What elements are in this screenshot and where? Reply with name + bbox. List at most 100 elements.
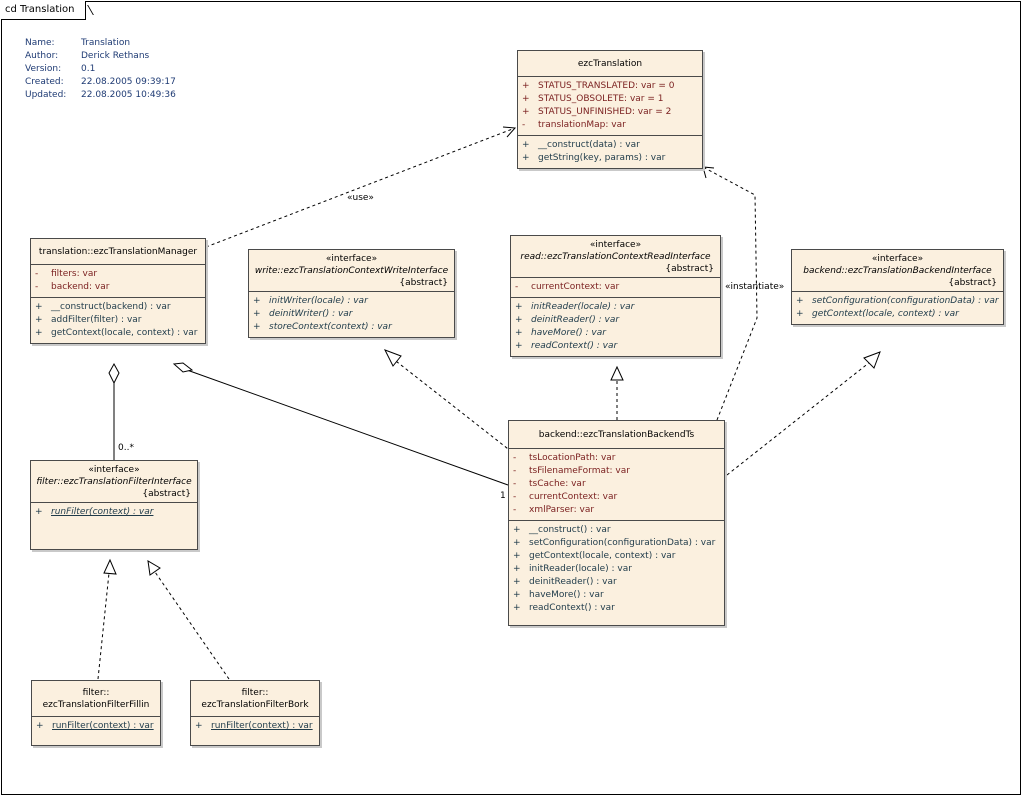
stereotype: «interface»	[88, 465, 140, 475]
class-filter-bork[interactable]: filter:: ezcTranslationFilterBork + runFi…	[190, 680, 320, 746]
visibility: +	[513, 551, 521, 561]
operation-compartment: + runFilter(context) : var	[191, 717, 319, 745]
meta-key: Name:	[25, 38, 55, 48]
visibility: +	[35, 302, 43, 312]
visibility: +	[253, 296, 261, 306]
class-name: filter::ezcTranslationFilterInterface	[36, 477, 192, 487]
class-name: ezcTranslationFilterFillin	[42, 700, 150, 710]
interface-filter[interactable]: «interface» filter::ezcTranslationFilter…	[30, 460, 198, 550]
operation: initWriter(locale) : var	[269, 296, 368, 306]
operation: deinitWriter() : var	[269, 309, 353, 319]
operation: setConfiguration(configurationData) : va…	[529, 538, 716, 548]
attribute-compartment: +STATUS_TRANSLATED: var = 0 +STATUS_OBSO…	[518, 77, 702, 136]
visibility: +	[513, 525, 521, 535]
operation-compartment: +__construct(data) : var +getString(key,…	[518, 136, 702, 168]
multiplicity-many-label: 0..*	[118, 443, 134, 453]
attribute-compartment: -filters: var -backend: var	[31, 265, 205, 298]
operation-compartment: +__construct(backend) : var +addFilter(f…	[31, 298, 205, 343]
visibility: +	[515, 328, 523, 338]
attribute: tsCache: var	[529, 479, 586, 489]
attribute: filters: var	[51, 269, 98, 279]
aggregation-diamond-backend	[172, 362, 194, 373]
operation: initReader(locale) : var	[531, 302, 635, 312]
meta-key: Author:	[25, 51, 59, 61]
operation: getString(key, params) : var	[538, 153, 666, 163]
operation: readContext() : var	[531, 341, 618, 351]
visibility: -	[513, 453, 517, 463]
abstract-tag: {abstract}	[142, 489, 191, 499]
attribute: translationMap: var	[538, 120, 626, 130]
operation: __construct() : var	[529, 525, 611, 535]
meta-value: 22.08.2005 10:49:36	[81, 90, 176, 100]
visibility: +	[522, 81, 530, 91]
stereotype: «interface»	[871, 254, 924, 264]
attribute: STATUS_TRANSLATED: var = 0	[538, 81, 675, 91]
operation: runFilter(context) : var	[211, 721, 313, 731]
realization-write-line	[391, 357, 513, 453]
use-dependency-line	[205, 127, 516, 248]
visibility: +	[35, 315, 43, 325]
operation: getContext(locale, context) : var	[51, 328, 198, 338]
realization-fillin-line	[97, 572, 110, 680]
attribute-compartment: -tsLocationPath: var -tsFilenameFormat: …	[509, 449, 724, 521]
attribute: backend: var	[51, 282, 110, 292]
class-filter-fillin[interactable]: filter:: ezcTranslationFilterFillin + run…	[31, 680, 161, 746]
aggregation-backend-line	[186, 369, 509, 486]
meta-key: Created:	[25, 77, 64, 87]
meta-value: 22.08.2005 09:39:17	[81, 77, 176, 87]
visibility: +	[513, 603, 521, 613]
visibility: +	[515, 341, 523, 351]
aggregation-diamond-filter	[108, 362, 120, 385]
visibility: +	[195, 721, 203, 731]
stereotype: «interface»	[325, 254, 378, 264]
operation: runFilter(context) : var	[52, 721, 154, 731]
visibility: +	[522, 140, 530, 150]
class-name: backend::ezcTranslationBackendTs	[538, 430, 695, 440]
instantiate-label: «instantiate»	[725, 282, 785, 292]
operation-compartment: + initWriter(locale) : var + deinitWriter(…	[249, 292, 454, 337]
operation: deinitReader() : var	[529, 577, 617, 587]
class-name: read::ezcTranslationContextReadInterface	[520, 252, 711, 262]
realization-backend-line	[726, 361, 871, 476]
visibility: +	[513, 538, 521, 548]
interface-backend[interactable]: «interface» backend::ezcTranslationBacke…	[791, 249, 1004, 325]
visibility: -	[522, 120, 526, 130]
visibility: +	[253, 322, 261, 332]
class-name: ezcTranslationFilterBork	[201, 700, 309, 710]
attribute: tsLocationPath: var	[529, 453, 616, 463]
class-namespace: filter::	[241, 688, 269, 698]
abstract-tag: {abstract}	[665, 264, 714, 274]
visibility: -	[513, 479, 517, 489]
class-ezc-translation[interactable]: ezcTranslation +STATUS_TRANSLATED: var =…	[517, 50, 703, 169]
operation: storeContext(context) : var	[269, 322, 392, 332]
visibility: -	[513, 505, 517, 515]
meta-key: Version:	[25, 64, 62, 74]
class-backend-ts[interactable]: backend::ezcTranslationBackendTs - tsLoca…	[508, 420, 725, 626]
operation-compartment: + setConfiguration(configurationData) : v…	[792, 292, 1003, 324]
interface-context-write[interactable]: «interface» write::ezcTranslationContext…	[248, 249, 455, 338]
visibility: +	[36, 721, 44, 731]
visibility: +	[515, 315, 523, 325]
multiplicity-one-label: 1	[500, 491, 506, 501]
realization-read-arrowhead	[610, 365, 624, 381]
operation: setConfiguration(configurationData) : va…	[812, 296, 999, 306]
meta-key: Updated:	[25, 90, 67, 100]
visibility: +	[515, 302, 523, 312]
attribute-compartment: -currentContext: var	[511, 278, 720, 298]
realization-backend-arrowhead	[863, 351, 881, 369]
operation-compartment: + __construct() : var + setConfiguration(c…	[509, 521, 724, 625]
visibility: +	[796, 309, 804, 319]
interface-context-read[interactable]: «interface» read::ezcTranslationContextR…	[510, 235, 721, 357]
instantiate-dependency-line	[702, 166, 758, 421]
class-name: backend::ezcTranslationBackendInterface	[803, 266, 992, 276]
class-translation-manager[interactable]: translation::ezcTranslationManager -filt…	[30, 238, 206, 344]
attribute: STATUS_OBSOLETE: var = 1	[538, 94, 664, 104]
visibility: +	[796, 296, 804, 306]
class-namespace: filter::	[82, 688, 110, 698]
visibility: +	[513, 590, 521, 600]
visibility: +	[35, 507, 43, 517]
operation: __construct(backend) : var	[51, 302, 171, 312]
meta-value: Derick Rethans	[81, 51, 150, 61]
operation: runFilter(context) : var	[51, 507, 154, 517]
